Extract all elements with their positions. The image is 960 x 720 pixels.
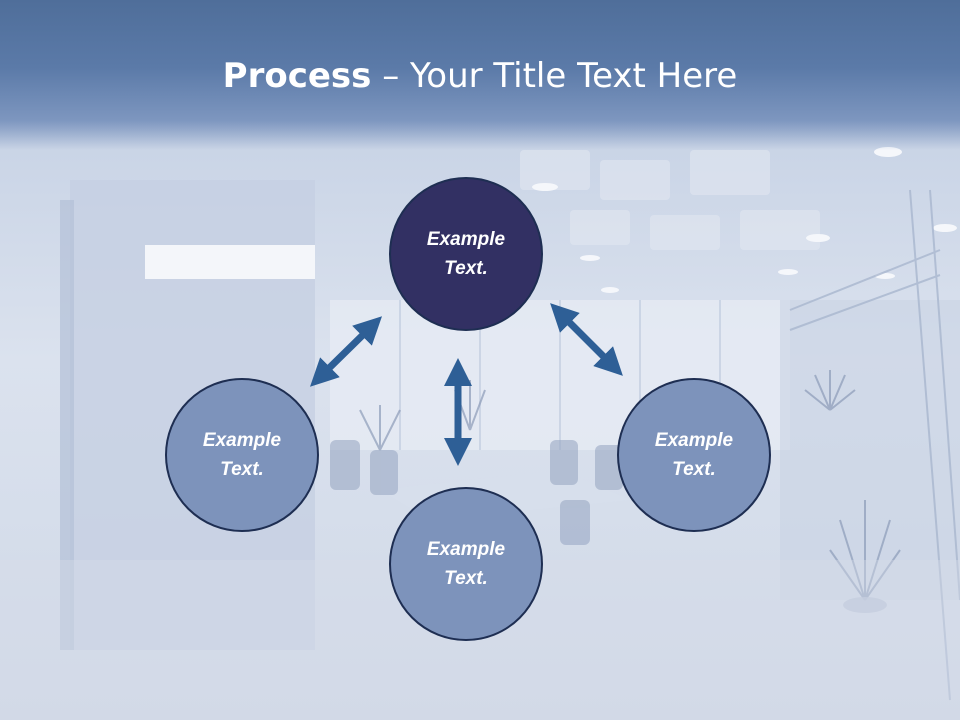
node-bottom-line2: Text. xyxy=(444,568,488,589)
node-center-line1: Example xyxy=(426,229,506,250)
node-right-line1: Example xyxy=(654,430,734,451)
node-left-line2: Text. xyxy=(220,459,264,480)
slide-title: Process – Your Title Text Here xyxy=(0,54,960,98)
arrow-center-right xyxy=(550,303,623,376)
header-band xyxy=(0,0,960,150)
title-bold: Process xyxy=(222,56,372,96)
node-right-line2: Text. xyxy=(672,459,716,480)
title-dash: – xyxy=(371,56,411,96)
node-left-line1: Example xyxy=(202,430,282,451)
node-center-line2: Text. xyxy=(444,258,488,279)
node-bottom-line1: Example xyxy=(426,539,506,560)
title-text: Your Title Text Here xyxy=(410,56,738,96)
arrow-center-left xyxy=(310,316,382,387)
